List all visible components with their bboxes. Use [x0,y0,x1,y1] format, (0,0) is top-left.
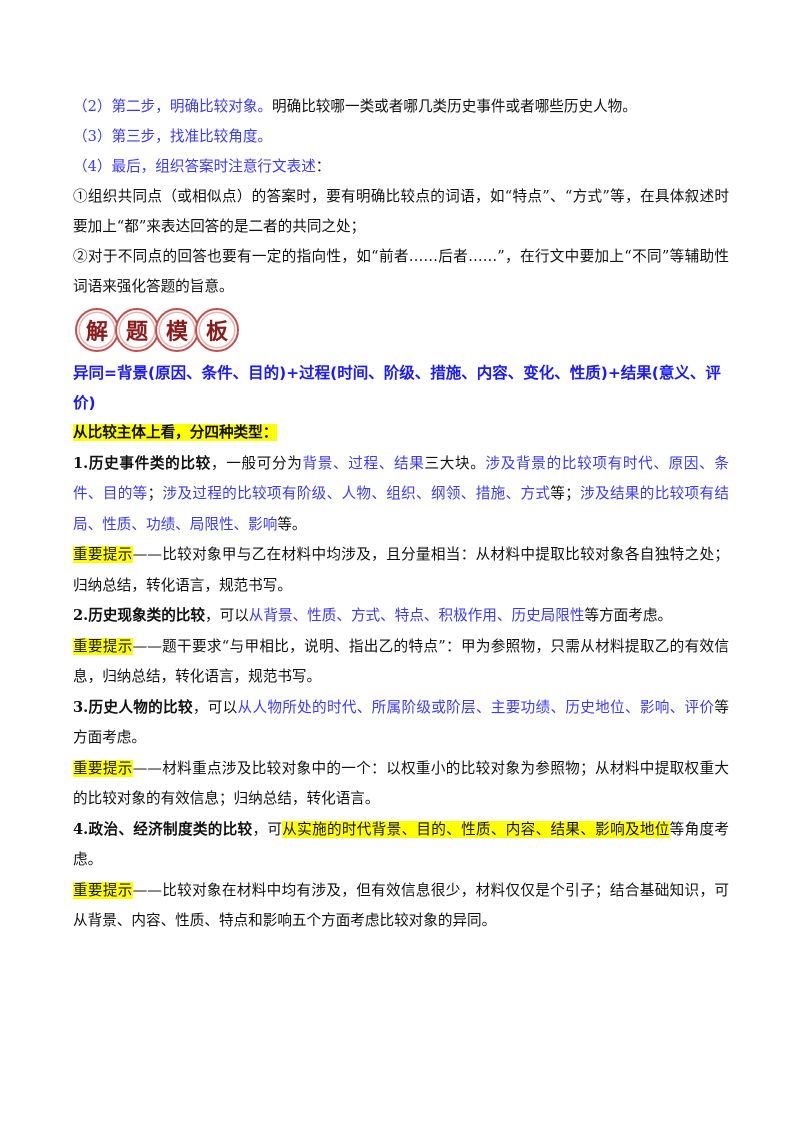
item-paragraph: 1.历史事件类的比较，一般可分为背景、过程、结果三大块。涉及背景的比较项有时代、… [73,449,729,541]
item-paragraph: 重要提示——题干要求“与甲相比，说明、指出乙的特点”：甲为参照物，只需从材料提取… [73,632,729,693]
text-segment: 等方面考虑。 [73,698,729,747]
blue-text: 涉及背景的比较项有时代、原因、条件、目的等 [73,454,729,503]
text-segment: 等。 [277,515,307,533]
step-paragraph: （4）最后，组织答案时注意行文表述： [73,152,729,182]
text-segment: ——比较对象在材料中均有涉及，但有效信息很少，材料仅仅是个引子；结合基础知识，可… [73,881,729,930]
text-segment: ； [147,485,163,502]
text-segment: ①组织共同点（或相似点）的答案时，要有明确比较点的词语，如“特点”、“方式”等，… [73,188,729,235]
bold-text: 4.政治、经济制度类的比较 [73,820,253,838]
highlighted-text: 从实施的时代背景、目的、性质、内容、结果、影响及地位 [282,820,670,838]
item-paragraph: 3.历史人物的比较，可以从人物所处的时代、所属阶级或阶层、主要功绩、历史地位、影… [73,693,729,754]
text-segment: ： [315,158,331,175]
badge-character: 题 [115,308,159,352]
step-paragraph: （3）第三步，找准比较角度。 [73,122,729,152]
item-paragraph: 2.历史现象类的比较，可以从背景、性质、方式、特点、积极作用、历史局限性等方面考… [73,601,729,632]
highlighted-text: 重要提示 [73,759,133,777]
text-segment: 三大块。 [424,454,486,472]
section-badge-solution-template: 解题模板 [75,308,729,352]
step-paragraph: ①组织共同点（或相似点）的答案时，要有明确比较点的词语，如“特点”、“方式”等，… [73,182,729,242]
subheading: 从比较主体上看，分四种类型： [73,418,729,449]
blue-text: 背景、过程、结果 [302,454,425,472]
bold-text: 1.历史事件类的比较 [73,454,211,472]
blue-text: （2）第二步，明确比较对象。 [73,98,273,115]
subheading-text: 从比较主体上看，分四种类型： [73,424,278,441]
highlighted-text: 重要提示 [73,637,133,655]
formula-heading: 异同=背景(原因、条件、目的)+过程(时间、阶级、措施、内容、变化、性质)+结果… [73,364,721,412]
item-paragraph: 重要提示——比较对象在材料中均有涉及，但有效信息很少，材料仅仅是个引子；结合基础… [73,876,729,937]
blue-text: 涉及结果的比较项有结局、性质、功绩、局限性、影响 [73,485,729,533]
bold-text: 2.历史现象类的比较 [73,607,205,624]
badge-character: 模 [155,308,199,352]
text-segment: ②对于不同点的回答也要有一定的指向性，如“前者……后者……”，在行文中要加上“不… [73,248,729,295]
items-section: 1.历史事件类的比较，一般可分为背景、过程、结果三大块。涉及背景的比较项有时代、… [73,449,729,937]
text-segment: ，可 [252,820,283,838]
text-segment: 等； [550,485,580,502]
item-paragraph: 重要提示——比较对象甲与乙在材料中均涉及，且分量相当：从材料中提取比较对象各自独… [73,540,729,601]
step-paragraph: （2）第二步，明确比较对象。明确比较哪一类或者哪几类历史事件或者哪些历史人物。 [73,92,729,122]
text-segment: ——材料重点涉及比较对象中的一个：以权重小的比较对象为参照物；从材料中提取权重大… [73,759,729,808]
highlighted-text: 重要提示 [73,546,133,563]
text-segment: ——题干要求“与甲相比，说明、指出乙的特点”：甲为参照物，只需从材料提取乙的有效… [73,637,729,686]
blue-text: 涉及过程的比较项有阶级、人物、组织、纲领、措施、方式 [162,485,551,502]
steps-section: （2）第二步，明确比较对象。明确比较哪一类或者哪几类历史事件或者哪些历史人物。（… [73,92,729,302]
blue-text: 从背景、性质、方式、特点、积极作用、历史局限性 [248,607,585,624]
text-segment: ，可以 [192,698,238,716]
highlighted-text: 重要提示 [73,881,133,899]
blue-text: 从人物所处的时代、所属阶级或阶层、主要功绩、历史地位、影响、评价 [237,698,715,716]
text-segment: ——比较对象甲与乙在材料中均涉及，且分量相当：从材料中提取比较对象各自独特之处；… [73,546,729,594]
text-segment: ，一般可分为 [210,454,303,472]
item-paragraph: 4.政治、经济制度类的比较，可从实施的时代背景、目的、性质、内容、结果、影响及地… [73,815,729,876]
blue-text: （4）最后，组织答案时注意行文表述 [73,158,316,175]
blue-text: （3）第三步，找准比较角度。 [73,128,273,145]
document-page: （2）第二步，明确比较对象。明确比较哪一类或者哪几类历史事件或者哪些历史人物。（… [73,92,729,937]
step-paragraph: ②对于不同点的回答也要有一定的指向性，如“前者……后者……”，在行文中要加上“不… [73,242,729,302]
text-segment: ，可以 [205,607,249,624]
badge-character: 板 [195,308,239,352]
badge-character: 解 [75,308,119,352]
text-segment: 明确比较哪一类或者哪几类历史事件或者哪些历史人物。 [272,98,637,115]
text-segment: 等角度考虑。 [73,820,729,869]
text-segment: 等方面考虑。 [584,607,673,624]
item-paragraph: 重要提示——材料重点涉及比较对象中的一个：以权重小的比较对象为参照物；从材料中提… [73,754,729,815]
bold-text: 3.历史人物的比较 [73,698,193,716]
